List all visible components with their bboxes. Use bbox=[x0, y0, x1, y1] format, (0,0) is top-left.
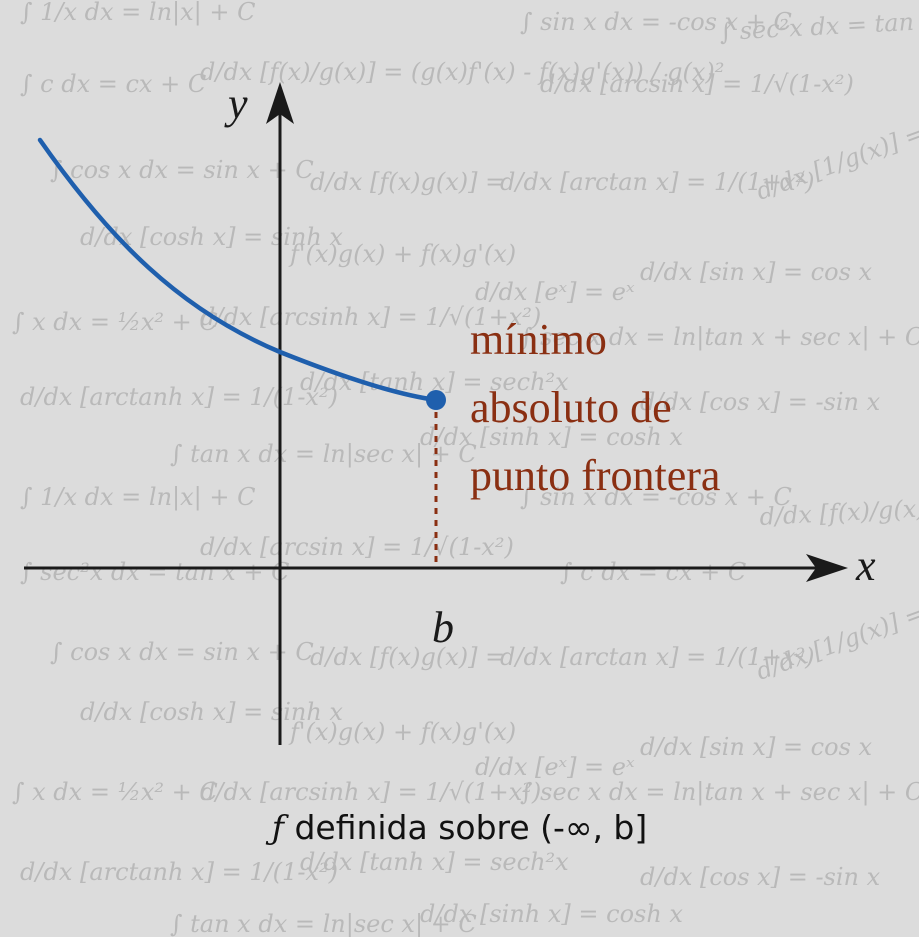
background-formula: ∫ cos x dx = sin x + C bbox=[50, 638, 314, 666]
background-formula: ∫ 1/x dx = ln|x| + C bbox=[20, 0, 256, 27]
background-formula: ∫ x dx = ½x² + C bbox=[12, 308, 218, 336]
background-formula: d/dx [eˣ] = eˣ bbox=[475, 753, 635, 781]
function-curve bbox=[37, 137, 439, 403]
x-axis-label: x bbox=[855, 541, 876, 590]
x-axis-arrowhead bbox=[806, 554, 848, 582]
background-formula: ∫ x dx = ½x² + C bbox=[12, 778, 218, 806]
caption-function-symbol: ƒ bbox=[271, 808, 284, 847]
background-formula: d/dx [cos x] = -sin x bbox=[640, 863, 881, 891]
annotation-absolute-minimum: mínimo absoluto de punto frontera bbox=[470, 306, 720, 510]
annotation-line-2: absoluto de bbox=[470, 383, 672, 432]
caption-text: definida sobre (-∞, b] bbox=[294, 808, 648, 847]
background-formula: d/dx [eˣ] = eˣ bbox=[475, 278, 635, 306]
background-formula: d/dx [arctan x] = 1/(1+x²) bbox=[500, 168, 814, 196]
background-formula: d/dx [cosh x] = sinh x bbox=[80, 698, 343, 726]
background-formula: f'(x)g(x) + f(x)g'(x) bbox=[288, 240, 516, 268]
background-formula: ∫ sin x dx = -cos x + C bbox=[520, 8, 792, 36]
caption: ƒ definida sobre (-∞, b] bbox=[0, 808, 919, 847]
background-formula: ∫ cos x dx = sin x + C bbox=[50, 156, 314, 184]
background-formula: d/dx [cos x] = -sin x bbox=[640, 388, 881, 416]
background-formula: d/dx [sinh x] = cosh x bbox=[420, 900, 683, 928]
absolute-minimum-point bbox=[426, 390, 446, 410]
background-formula: ∫ c dx = cx + C bbox=[560, 558, 746, 586]
background-formula: ∫ c dx = cx + C bbox=[20, 70, 206, 98]
background-formula: d/dx [arctanh x] = 1/(1-x²) bbox=[20, 383, 338, 411]
y-axis-label: y bbox=[224, 79, 248, 128]
b-label: b bbox=[432, 603, 454, 652]
background-formula: ∫ sec x dx = ln|tan x + sec x| + C bbox=[520, 778, 919, 807]
background-formula: d/dx [arctan x] = 1/(1+x²) bbox=[500, 643, 814, 671]
background-formula: ∫ sec²x dx = tan x + C bbox=[20, 558, 289, 586]
background-formula: ∫ sec x dx = ln|tan x + sec x| + C bbox=[520, 323, 919, 352]
background-formula: f'(x)g(x) + f(x)g'(x) bbox=[288, 718, 516, 746]
background-formula: ∫ 1/x dx = ln|x| + C bbox=[20, 483, 256, 512]
background-formula: d/dx [f(x)/g(x)] = (g(x)f'(x) - f(x)g'(x… bbox=[200, 58, 724, 86]
background-formula: d/dx [arcsin x] = 1/√(1-x²) bbox=[540, 70, 854, 98]
background-formula: d/dx [arcsin x] = 1/√(1-x²) bbox=[200, 533, 514, 561]
annotation-line-1: mínimo bbox=[470, 315, 607, 364]
background-formula: d/dx [sin x] = cos x bbox=[640, 733, 873, 761]
background-formula: ∫ sin x dx = -cos x + C bbox=[520, 483, 792, 511]
background-formula: d/dx [arcsinh x] = 1/√(1+x²) bbox=[200, 303, 541, 331]
background-formula: d/dx [f(x)g(x)] = bbox=[310, 643, 505, 671]
annotation-line-3: punto frontera bbox=[470, 451, 721, 500]
background-formula: ∫ tan x dx = ln|sec x| + C bbox=[170, 910, 477, 937]
background-formula: d/dx [arctanh x] = 1/(1-x²) bbox=[20, 858, 338, 886]
background-formula: ∫ tan x dx = ln|sec x| + C bbox=[170, 440, 477, 469]
y-axis-arrowhead bbox=[266, 82, 294, 124]
background-formula: d/dx [f(x)g(x)] = bbox=[310, 168, 505, 196]
background-formula: d/dx [arcsinh x] = 1/√(1+x²) bbox=[200, 778, 541, 806]
background-formula: d/dx [sinh x] = cosh x bbox=[420, 423, 683, 451]
background-formula: d/dx [tanh x] = sech²x bbox=[300, 848, 569, 876]
background-formula: d/dx [sin x] = cos x bbox=[640, 258, 873, 286]
